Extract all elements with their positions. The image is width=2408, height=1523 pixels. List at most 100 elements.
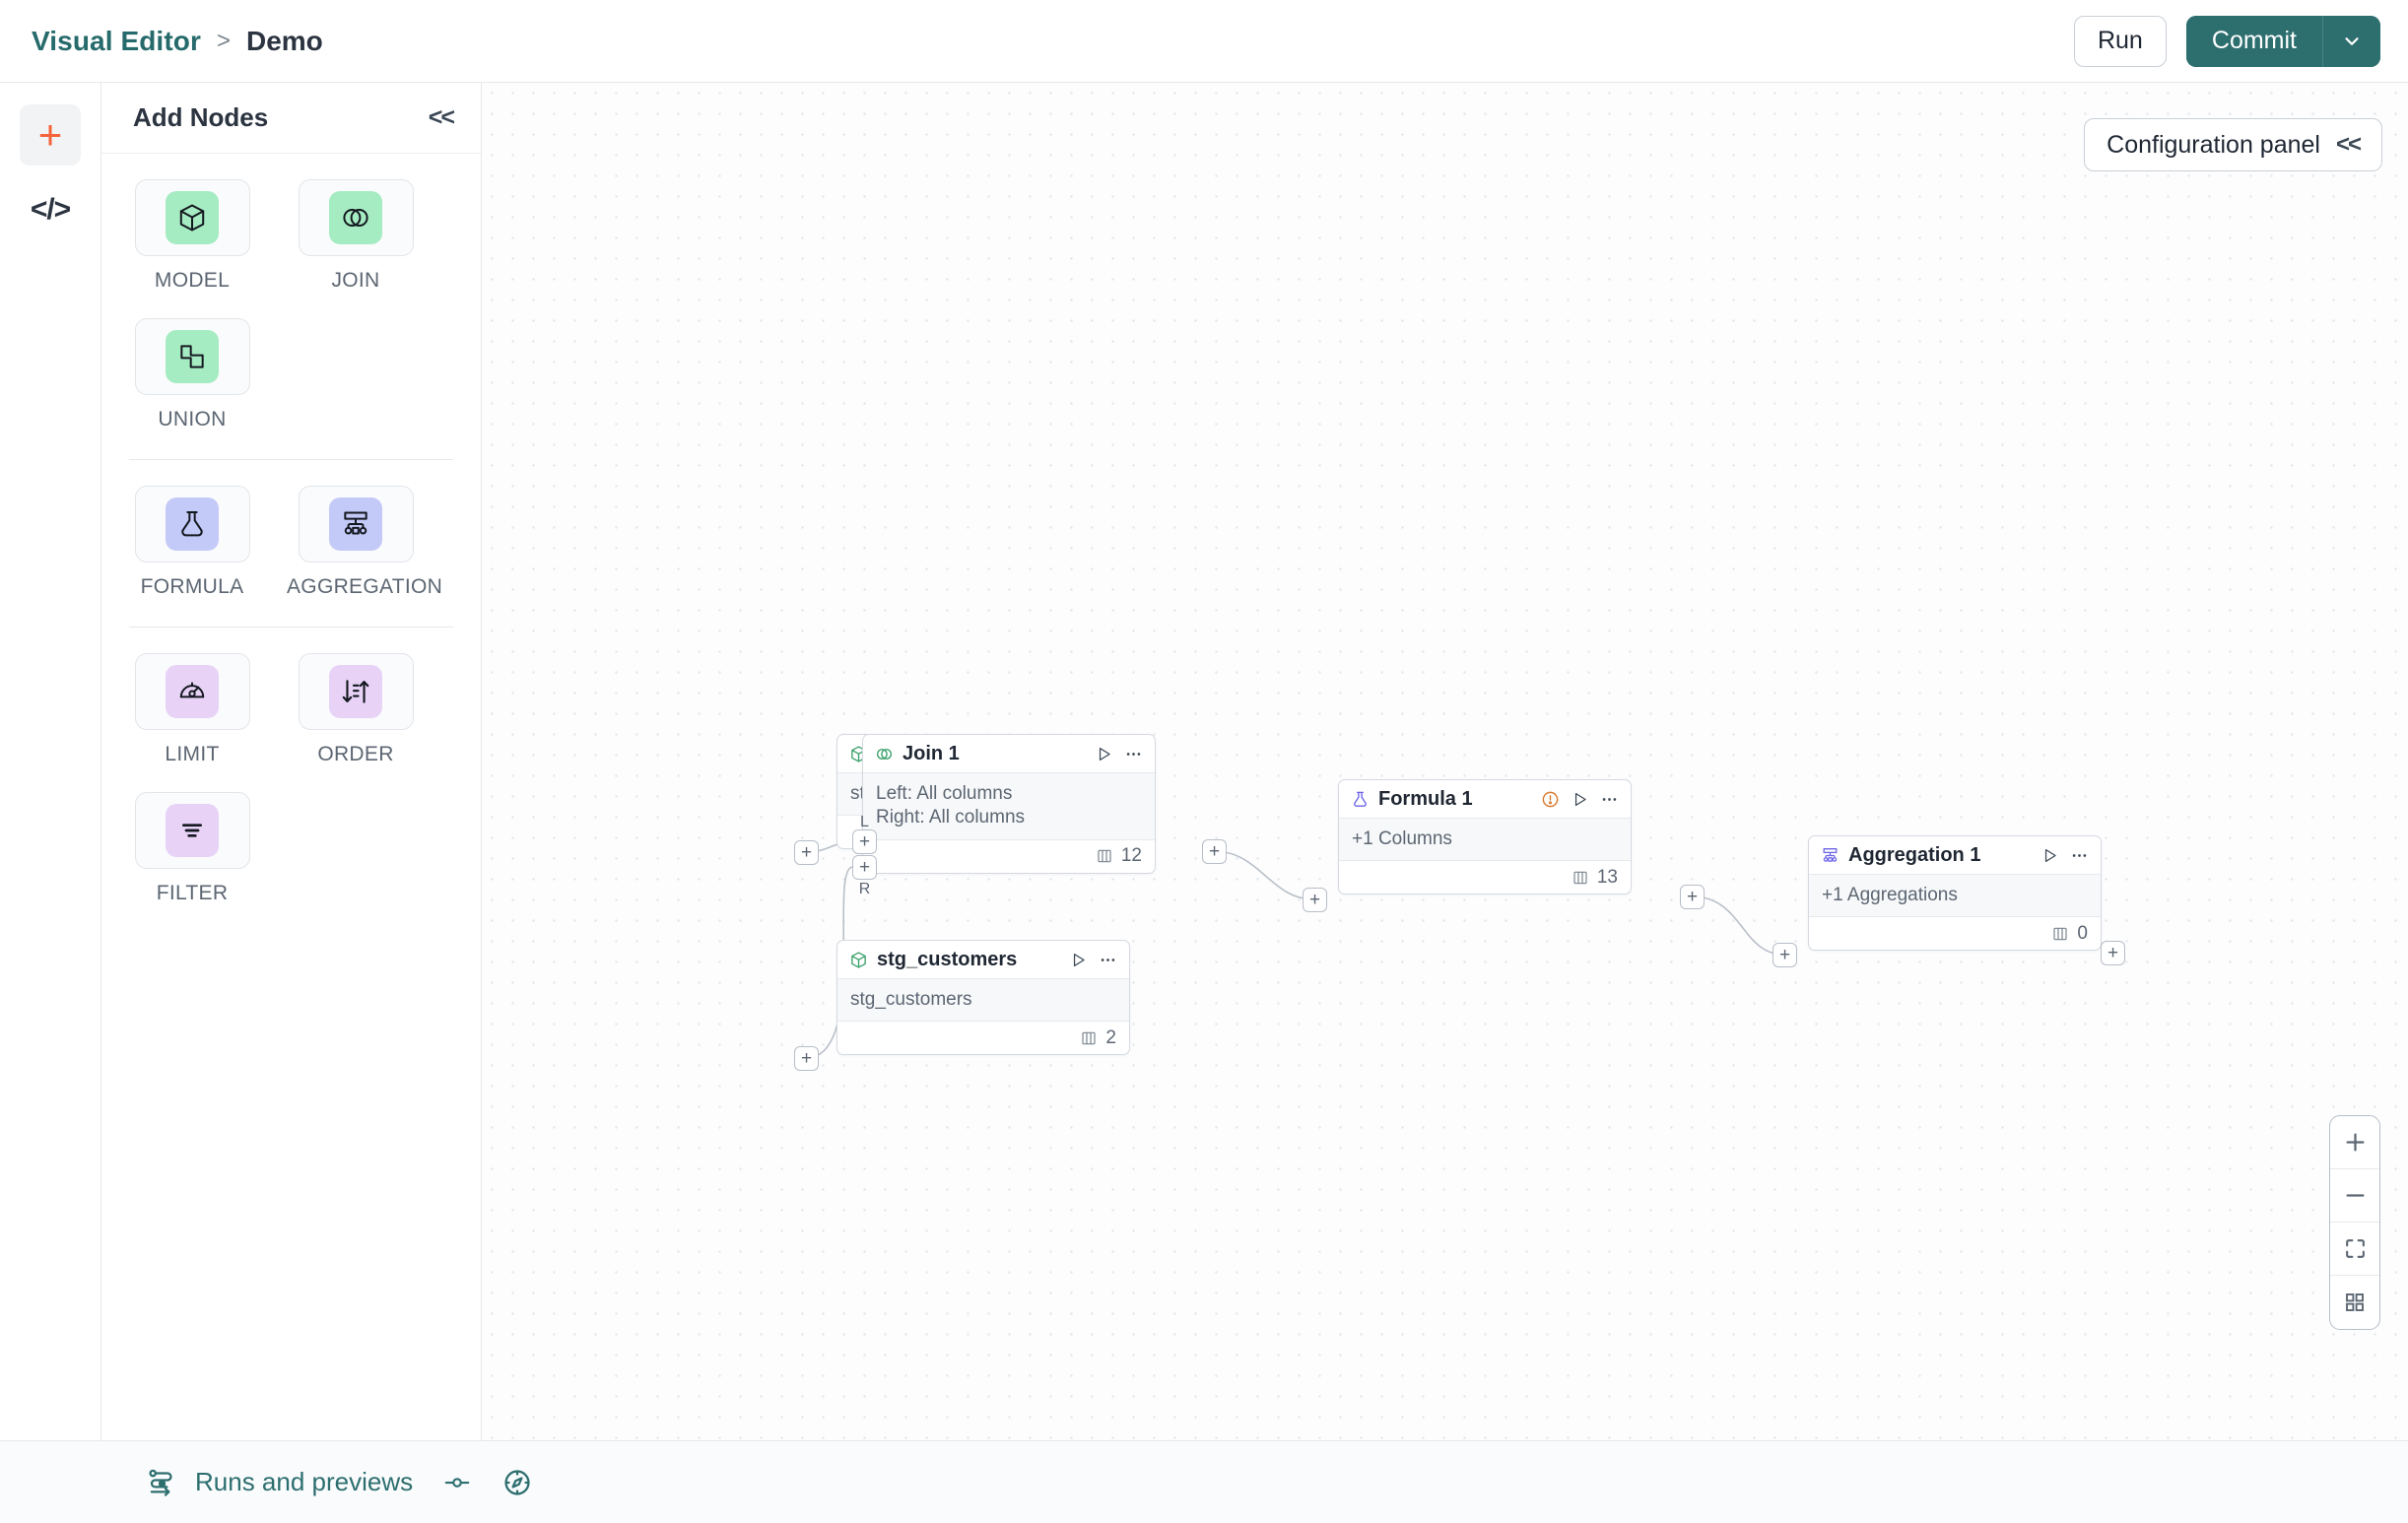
run-button[interactable]: Run bbox=[2073, 15, 2167, 67]
configuration-panel-label: Configuration panel bbox=[2107, 130, 2320, 159]
flow-canvas[interactable]: Configuration panel << stg_orders bbox=[482, 83, 2408, 1440]
palette-tile-filter[interactable] bbox=[134, 792, 250, 869]
minimap-toggle-button[interactable] bbox=[2330, 1276, 2379, 1329]
palette-label-model: MODEL bbox=[154, 269, 231, 292]
node-stg-customers[interactable]: stg_customers stg_customers 2 bbox=[836, 940, 1130, 1056]
configuration-panel-button[interactable]: Configuration panel << bbox=[2084, 118, 2382, 171]
node-columns-count: 0 bbox=[2077, 922, 2088, 944]
flask-icon bbox=[166, 497, 219, 551]
alert-circle-icon[interactable] bbox=[1541, 790, 1560, 809]
node-formula-1[interactable]: Formula 1 +1 Columns 13 bbox=[1338, 779, 1632, 895]
node-body-line: +1 Aggregations bbox=[1822, 885, 1958, 905]
breadcrumb-visual-editor[interactable]: Visual Editor bbox=[32, 25, 201, 56]
handle-formula-output[interactable]: + bbox=[1680, 885, 1705, 909]
palette-divider-2 bbox=[129, 627, 453, 628]
configuration-panel-collapse-icon: << bbox=[2335, 131, 2362, 158]
palette-item-union[interactable]: UNION bbox=[123, 318, 261, 431]
fit-view-icon bbox=[2345, 1239, 2365, 1258]
minus-icon bbox=[2346, 1194, 2364, 1197]
cube-icon bbox=[851, 951, 866, 968]
commit-dropdown-button[interactable] bbox=[2323, 15, 2380, 67]
palette-item-join[interactable]: JOIN bbox=[287, 179, 425, 293]
compass-icon[interactable] bbox=[502, 1467, 533, 1498]
node-header-actions bbox=[2040, 846, 2089, 865]
palette-tile-aggregation[interactable] bbox=[298, 486, 414, 563]
palette-label-aggregation: AGGREGATION bbox=[287, 575, 443, 598]
handle-join-input-right[interactable]: + bbox=[852, 855, 877, 880]
plus-icon: + bbox=[37, 111, 63, 158]
palette-label-filter: FILTER bbox=[156, 882, 229, 904]
palette-label-union: UNION bbox=[158, 408, 227, 430]
node-header: Formula 1 bbox=[1339, 780, 1631, 819]
top-bar-actions: Run Commit bbox=[2073, 15, 2380, 67]
palette-item-limit[interactable]: LIMIT bbox=[123, 653, 261, 766]
node-join-1[interactable]: Join 1 Left: All columns Right: All colu… bbox=[862, 734, 1156, 874]
ellipsis-icon[interactable] bbox=[1099, 951, 1117, 969]
play-icon[interactable] bbox=[1571, 790, 1589, 809]
node-columns-count: 13 bbox=[1596, 866, 1618, 888]
node-header-actions bbox=[1541, 790, 1619, 809]
play-icon[interactable] bbox=[1095, 745, 1113, 763]
node-body: Left: All columns Right: All columns bbox=[863, 773, 1155, 840]
node-title: stg_customers bbox=[877, 948, 1018, 970]
node-columns-count: 2 bbox=[1105, 1026, 1116, 1048]
palette-divider-1 bbox=[129, 459, 453, 460]
rail-add-nodes-button[interactable]: + bbox=[20, 104, 81, 166]
palette-tile-union[interactable] bbox=[134, 318, 250, 395]
left-icon-rail: + </> bbox=[0, 83, 101, 1440]
palette-label-join: JOIN bbox=[331, 269, 380, 292]
top-bar: Visual Editor > Demo Run Commit bbox=[0, 0, 2408, 83]
ellipsis-icon[interactable] bbox=[1600, 790, 1619, 809]
palette-tile-formula[interactable] bbox=[134, 486, 250, 563]
palette-item-formula[interactable]: FORMULA bbox=[123, 486, 261, 599]
node-body-line: stg_customers bbox=[850, 989, 972, 1010]
commit-button[interactable]: Commit bbox=[2185, 15, 2323, 67]
node-body-line: +1 Columns bbox=[1352, 828, 1452, 849]
fit-view-button[interactable] bbox=[2330, 1223, 2379, 1276]
rail-code-view-button[interactable]: </> bbox=[20, 179, 81, 240]
filter-icon bbox=[166, 804, 219, 857]
play-icon[interactable] bbox=[1069, 951, 1088, 969]
palette-tile-limit[interactable] bbox=[134, 653, 250, 730]
palette-tile-model[interactable] bbox=[134, 179, 250, 256]
palette-tile-join[interactable] bbox=[298, 179, 414, 256]
node-header: Aggregation 1 bbox=[1809, 836, 2101, 875]
zoom-in-button[interactable] bbox=[2330, 1116, 2379, 1169]
bottom-bar: Runs and previews bbox=[0, 1440, 2408, 1523]
handle-stg-orders-output[interactable]: + bbox=[794, 840, 819, 865]
ellipsis-icon[interactable] bbox=[2070, 846, 2089, 865]
hierarchy-icon bbox=[329, 497, 382, 551]
play-icon[interactable] bbox=[2040, 846, 2059, 865]
add-nodes-panel: Add Nodes << MODEL bbox=[101, 83, 482, 1440]
slider-toggle-icon[interactable] bbox=[442, 1468, 472, 1497]
handle-join-output[interactable]: + bbox=[1202, 839, 1227, 864]
node-header-actions bbox=[1095, 745, 1143, 763]
node-title: Aggregation 1 bbox=[1848, 843, 1981, 866]
ellipsis-icon[interactable] bbox=[1124, 745, 1143, 763]
handle-stg-customers-output[interactable]: + bbox=[794, 1046, 819, 1071]
runs-and-previews-button[interactable]: Runs and previews bbox=[146, 1467, 413, 1498]
palette-item-filter[interactable]: FILTER bbox=[123, 792, 261, 905]
canvas-zoom-controls bbox=[2329, 1115, 2380, 1330]
panel-collapse-icon[interactable]: << bbox=[428, 103, 455, 131]
handle-aggregation-output[interactable]: + bbox=[2101, 941, 2125, 965]
columns-icon bbox=[2053, 927, 2068, 941]
breadcrumb-current-demo[interactable]: Demo bbox=[245, 25, 323, 56]
node-body-line-right: Right: All columns bbox=[876, 807, 1026, 828]
zoom-out-button[interactable] bbox=[2330, 1169, 2379, 1223]
palette-item-model[interactable]: MODEL bbox=[123, 179, 261, 293]
handle-formula-input[interactable]: + bbox=[1303, 888, 1327, 912]
port-label-join-right: R bbox=[858, 881, 871, 897]
node-footer: 0 bbox=[1809, 917, 2101, 950]
palette-group-transforms: FORMULA AGGREGATION bbox=[123, 486, 459, 625]
flask-icon bbox=[1354, 791, 1367, 807]
palette-label-limit: LIMIT bbox=[165, 743, 220, 765]
node-aggregation-1[interactable]: Aggregation 1 +1 Aggregations 0 bbox=[1808, 835, 2102, 952]
handle-aggregation-input[interactable]: + bbox=[1773, 943, 1797, 967]
palette-item-aggregation[interactable]: AGGREGATION bbox=[287, 486, 443, 599]
chevron-down-icon bbox=[2345, 36, 2359, 45]
palette-tile-order[interactable] bbox=[298, 653, 414, 730]
handle-join-input-left[interactable]: + bbox=[852, 829, 877, 854]
node-body: +1 Aggregations bbox=[1809, 875, 2101, 918]
palette-item-order[interactable]: ORDER bbox=[287, 653, 425, 766]
